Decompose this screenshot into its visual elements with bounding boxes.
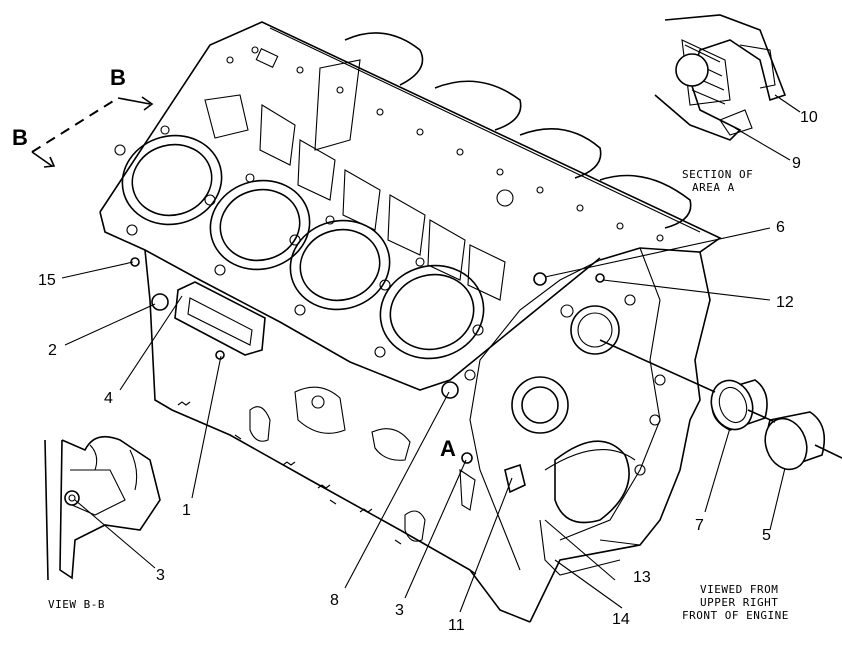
far-bank-cylinders [269,27,701,233]
callout-3-view: 3 [156,567,165,584]
deck-bolt-holes [226,46,664,242]
captions: SECTION OF AREA A VIEW B-B VIEWED FROM U… [48,168,789,622]
callout-2: 2 [48,342,57,359]
sleeve-5 [764,411,826,471]
caption-viewed-line1: VIEWED FROM [700,583,778,596]
block-ribs [204,59,506,301]
section-area-a-inset [654,14,787,141]
callout-13: 13 [633,569,651,586]
caption-viewed-line3: FRONT OF ENGINE [682,609,789,622]
sleeve-7 [710,379,768,431]
marker-b-left: B [12,125,28,150]
callout-15: 15 [38,272,56,289]
caption-section-line2: AREA A [692,181,735,194]
callout-5: 5 [762,527,771,544]
caption-view-bb: VIEW B-B [48,598,105,611]
marker-b-right: B [110,65,126,90]
callout-12: 12 [776,294,794,311]
callout-8: 8 [330,592,339,609]
callout-11: 11 [448,617,465,634]
callout-1: 1 [182,502,191,519]
callout-labels: 15 2 4 1 3 8 3 11 13 14 6 12 7 5 9 10 [38,109,818,634]
mounting-bosses [249,386,426,542]
casting-marks [177,401,477,575]
callout-10: 10 [800,109,818,126]
coolant-holes [114,125,484,381]
callout-7: 7 [695,517,704,534]
callout-3-main: 3 [395,602,404,619]
engine-block-illustration [31,21,722,623]
caption-viewed-line2: UPPER RIGHT [700,596,778,609]
callout-4: 4 [104,390,113,407]
cylinder-bores [121,134,485,360]
callout-9: 9 [792,155,801,172]
section-line-b [31,97,119,153]
marker-a: A [440,436,456,461]
view-bb-inset [44,435,161,581]
view-markers: B B A [12,65,456,461]
caption-section-line1: SECTION OF [682,168,753,181]
side-cover-plate [174,281,266,356]
plugs [130,257,605,511]
callout-14: 14 [612,611,630,628]
leader-lines [61,94,801,613]
callout-6: 6 [776,219,785,236]
front-face-openings [511,294,666,576]
